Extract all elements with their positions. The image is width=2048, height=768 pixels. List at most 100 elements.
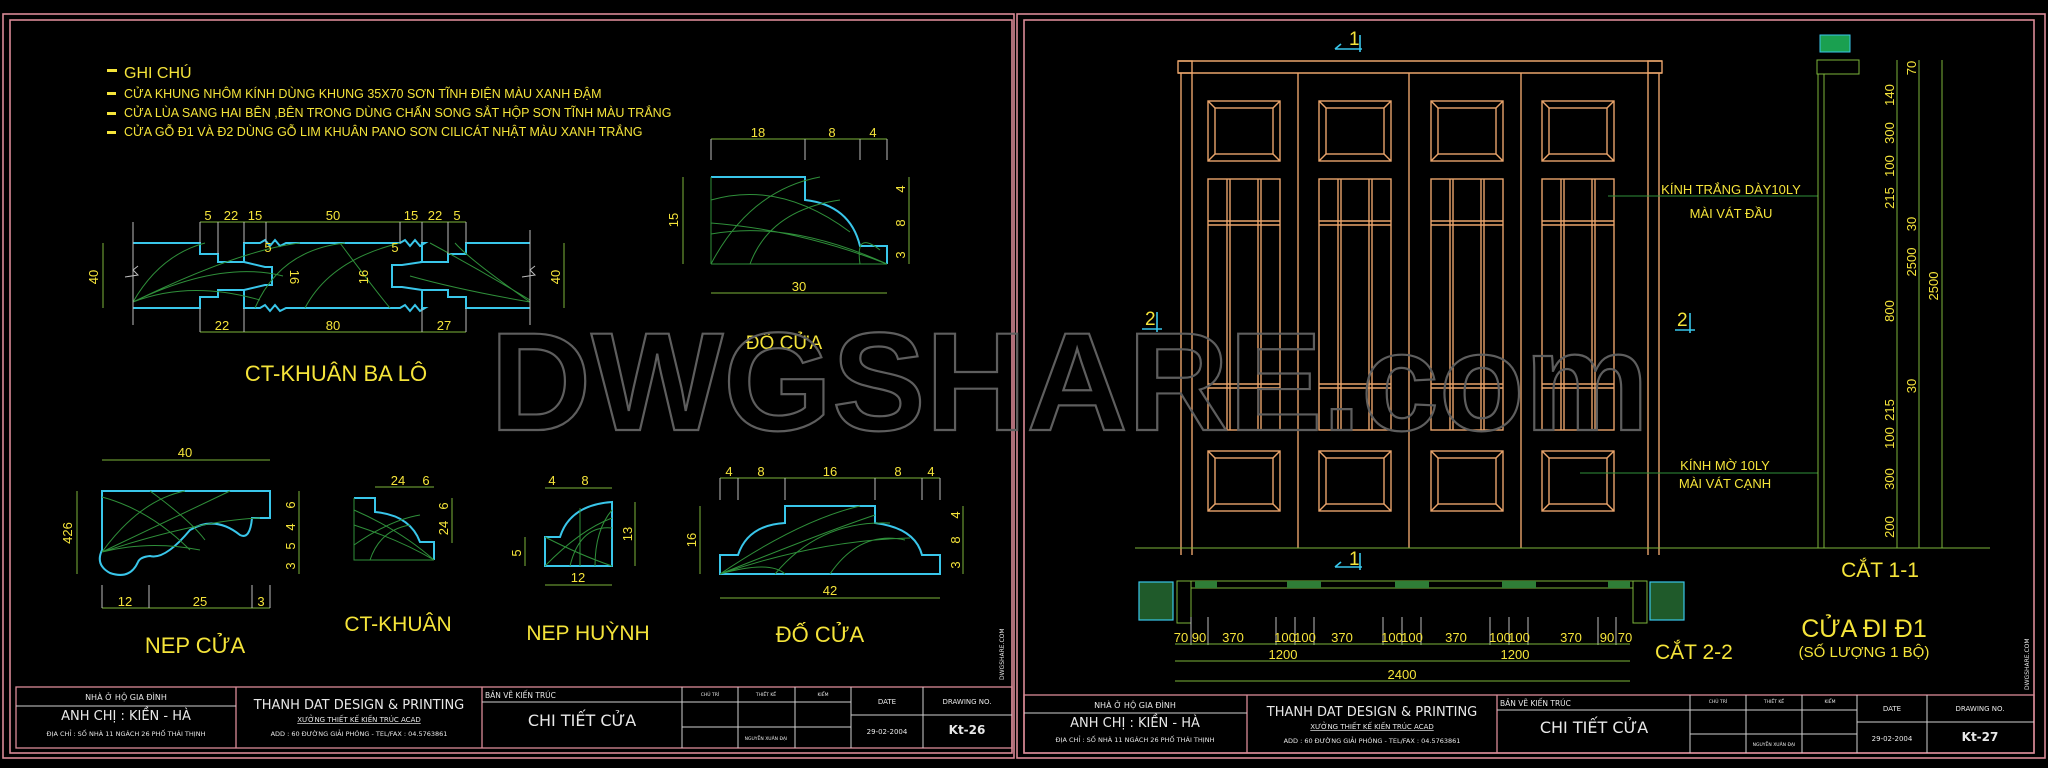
svg-text:18: 18 [751, 125, 765, 140]
svg-text:140: 140 [1882, 84, 1897, 106]
svg-text:8: 8 [828, 125, 835, 140]
svg-text:100: 100 [1508, 630, 1530, 645]
svg-text:1: 1 [1349, 549, 1360, 570]
svg-text:NGUYỄN XUÂN ĐẠI: NGUYỄN XUÂN ĐẠI [745, 734, 788, 742]
svg-text:370: 370 [1331, 630, 1353, 645]
svg-text:16: 16 [356, 270, 371, 284]
svg-text:215: 215 [1882, 399, 1897, 421]
svg-text:2400: 2400 [1388, 667, 1417, 682]
svg-text:16: 16 [684, 533, 699, 547]
svg-text:370: 370 [1445, 630, 1467, 645]
detail-do-cua-bottom: 4 8 16 8 4 16 4 8 3 42 ĐỐ CỬA [684, 464, 964, 647]
svg-text:100: 100 [1401, 630, 1423, 645]
svg-text:70: 70 [1174, 630, 1188, 645]
detail-ct-khuan: 24 6 6 24 CT-KHUÂN [344, 473, 453, 636]
svg-text:24: 24 [436, 521, 451, 535]
svg-text:CHỦ TRÌ: CHỦ TRÌ [701, 690, 719, 698]
door-subtitle: (SỐ LƯỢNG 1 BỘ) [1799, 643, 1930, 661]
svg-text:90: 90 [1192, 630, 1206, 645]
drawing-number: Kt-27 [1962, 730, 1999, 744]
svg-text:XƯỞNG THIẾT KẾ KIẾN TRÚC ACAD: XƯỞNG THIẾT KẾ KIẾN TRÚC ACAD [297, 714, 421, 724]
svg-text:15: 15 [666, 213, 681, 227]
svg-text:300: 300 [1882, 468, 1897, 490]
plan-section-2-2: 70 90 370 100 100 370 100 100 370 100 10… [1138, 580, 1733, 682]
svg-text:22: 22 [224, 208, 238, 223]
detail-label: ĐỐ CỬA [746, 332, 823, 354]
svg-text:3: 3 [283, 562, 298, 569]
svg-text:ADD : 60 ĐƯỜNG GIẢI PHÓNG - TE: ADD : 60 ĐƯỜNG GIẢI PHÓNG - TEL/FAX : 04… [1284, 736, 1461, 745]
svg-text:40: 40 [86, 270, 101, 284]
detail-nep-huynh: 4 8 5 13 12 NEP HUỲNH [509, 473, 650, 645]
svg-text:MÀI VÁT ĐẦU: MÀI VÁT ĐẦU [1690, 206, 1773, 221]
svg-text:CHỦ TRÌ: CHỦ TRÌ [1709, 697, 1727, 705]
svg-text:100: 100 [1489, 630, 1511, 645]
door-title: CỬA ĐI Đ1 (SỐ LƯỢNG 1 BỘ) [1799, 613, 1930, 661]
svg-text:NHÀ Ở HỘ GIA ĐÌNH: NHÀ Ở HỘ GIA ĐÌNH [85, 691, 167, 702]
svg-text:6: 6 [436, 502, 451, 509]
sheet-title: CHI TIẾT CỬA [1540, 716, 1648, 737]
svg-text:25: 25 [193, 594, 207, 609]
svg-text:5: 5 [283, 542, 298, 549]
svg-text:80: 80 [326, 318, 340, 333]
company-name: THANH DAT DESIGN & PRINTING [1266, 705, 1478, 720]
detail-do-cua-top: 18 8 4 15 4 8 3 30 ĐỐ CỬA [666, 125, 910, 354]
detail-label: CT-KHUÂN [344, 613, 451, 636]
svg-text:22: 22 [428, 208, 442, 223]
svg-text:40: 40 [548, 270, 563, 284]
svg-text:70: 70 [1904, 61, 1919, 75]
note-item: CỬA GỖ Đ1 VÀ Đ2 DÙNG GỖ LIM KHUÂN PANO S… [124, 124, 642, 139]
svg-text:100: 100 [1294, 630, 1316, 645]
svg-text:XƯỞNG THIẾT KẾ KIẾN TRÚC ACAD: XƯỞNG THIẾT KẾ KIẾN TRÚC ACAD [1310, 721, 1434, 731]
detail-label: CT-KHUÂN BA LÔ [245, 361, 427, 386]
svg-text:ĐỊA CHỈ : SỐ NHÀ 11 NGÁCH 26 P: ĐỊA CHỈ : SỐ NHÀ 11 NGÁCH 26 PHỐ THÁI TH… [47, 728, 206, 738]
section-markers: 1 1 2 2 [1142, 29, 1695, 570]
svg-text:3: 3 [948, 561, 963, 568]
svg-text:8: 8 [757, 464, 764, 479]
svg-text:5: 5 [204, 208, 211, 223]
svg-text:426: 426 [60, 522, 75, 544]
svg-text:KIỂM: KIỂM [1824, 697, 1835, 705]
svg-text:100: 100 [1882, 155, 1897, 177]
svg-text:800: 800 [1882, 300, 1897, 322]
section-1-1: 140 300 100 215 800 215 100 300 200 70 3… [1816, 34, 1943, 582]
svg-text:15: 15 [404, 208, 418, 223]
title-block-kt26: NHÀ Ở HỘ GIA ĐÌNH ANH CHỊ : KIỀN - HÀ ĐỊ… [15, 686, 1013, 749]
svg-text:2500: 2500 [1926, 272, 1941, 301]
svg-text:3: 3 [893, 251, 908, 258]
notes-block: GHI CHÚ CỬA KHUNG NHÔM KÍNH DÙNG KHUNG 3… [107, 63, 671, 139]
glass-callouts: KÍNH TRẮNG DÀY10LY MÀI VÁT ĐẦU KÍNH MỜ 1… [1580, 182, 1818, 491]
svg-text:40: 40 [178, 445, 192, 460]
svg-text:DATE: DATE [878, 698, 896, 706]
svg-text:8: 8 [581, 473, 588, 488]
svg-text:8: 8 [894, 464, 901, 479]
svg-text:BẢN VẼ KIẾN TRÚC: BẢN VẼ KIẾN TRÚC [485, 690, 556, 700]
callout-glass-bottom: KÍNH MỜ 10LY [1680, 458, 1770, 473]
svg-text:16: 16 [823, 464, 837, 479]
svg-text:13: 13 [620, 527, 635, 541]
watermark: DWGSHARE.com [490, 303, 1649, 460]
company-name: THANH DAT DESIGN & PRINTING [253, 698, 465, 713]
svg-text:DATE: DATE [1883, 705, 1901, 713]
detail-label: NEP HUỲNH [526, 622, 649, 645]
drawing-number: Kt-26 [949, 723, 986, 737]
svg-text:DRAWING NO.: DRAWING NO. [943, 698, 992, 706]
svg-text:NHÀ Ở HỘ GIA ĐÌNH: NHÀ Ở HỘ GIA ĐÌNH [1094, 699, 1176, 710]
svg-text:370: 370 [1222, 630, 1244, 645]
svg-text:215: 215 [1882, 187, 1897, 209]
svg-text:30: 30 [1904, 217, 1919, 231]
svg-text:30: 30 [792, 279, 806, 294]
door-title-text: CỬA ĐI Đ1 [1801, 613, 1927, 643]
svg-text:12: 12 [571, 570, 585, 585]
svg-text:ĐỊA CHỈ : SỐ NHÀ 11 NGÁCH 26 P: ĐỊA CHỈ : SỐ NHÀ 11 NGÁCH 26 PHỐ THÁI TH… [1056, 734, 1215, 744]
svg-text:22: 22 [215, 318, 229, 333]
svg-text:16: 16 [287, 270, 302, 284]
note-item: CỬA LÙA SANG HAI BÊN ,BÊN TRONG DÙNG CHẤ… [124, 105, 671, 120]
svg-text:4: 4 [725, 464, 732, 479]
svg-text:300: 300 [1882, 122, 1897, 144]
svg-text:ADD : 60 ĐƯỜNG GIẢI PHÓNG - TE: ADD : 60 ĐƯỜNG GIẢI PHÓNG - TEL/FAX : 04… [271, 729, 448, 738]
svg-text:370: 370 [1560, 630, 1582, 645]
section-label: CẮT 1-1 [1841, 558, 1919, 582]
svg-text:2: 2 [1677, 310, 1688, 331]
svg-text:70: 70 [1618, 630, 1632, 645]
